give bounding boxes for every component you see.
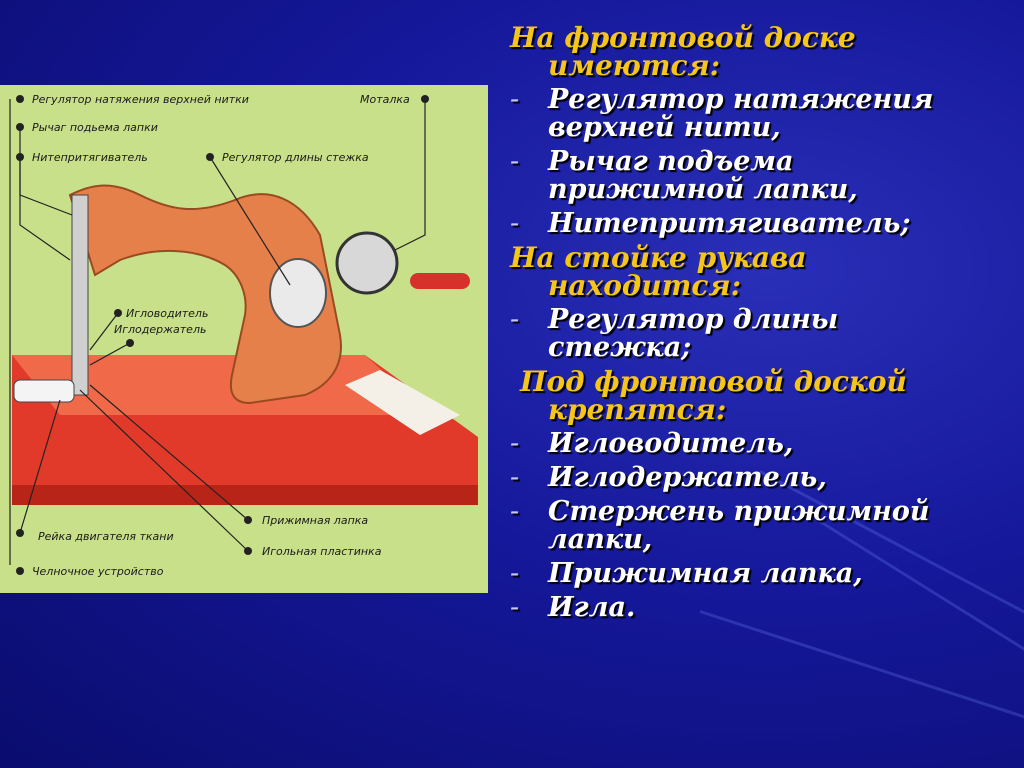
- section-heading-under-front-board: Под фронтовой доской крепятся:: [520, 365, 907, 426]
- list-item: - Иглодержатель,: [510, 462, 827, 493]
- callout-foot-lift-lever: Рычаг подьема лапки: [32, 121, 158, 134]
- callout-presser-foot: Прижимная лапка: [262, 514, 368, 527]
- hand-crank-handle: [410, 273, 470, 289]
- list-item: - Стержень прижимной лапки,: [510, 496, 930, 555]
- list-item: - Прижимная лапка,: [510, 558, 863, 589]
- list-item: - Нитепритягиватель;: [510, 208, 911, 239]
- callout-needle-bar: Игловодитель: [126, 307, 208, 320]
- shuttle-device: [13, 379, 75, 403]
- list-item: - Регулятор натяжения верхней нити,: [510, 84, 934, 143]
- handwheel: [335, 231, 399, 295]
- callout-bobbin-winder: Моталка: [360, 93, 410, 106]
- callout-take-up-lever: Нитепритягиватель: [32, 151, 148, 164]
- callout-feed-dog: Рейка двигателя ткани: [38, 530, 174, 543]
- machine-arm: [68, 184, 342, 405]
- list-item: - Регулятор длины стежка;: [510, 304, 839, 363]
- diagram-svg: Регулятор натяжения верхней нитки Рычаг …: [0, 85, 488, 593]
- callout-stitch-length: Регулятор длины стежка: [222, 151, 369, 164]
- section-heading-front-board: На фронтовой доске имеются:: [510, 21, 856, 82]
- section-heading-sleeve-stand: На стойке рукава находится:: [510, 241, 807, 302]
- list-item: - Игловодитель,: [510, 428, 794, 459]
- parts-text-panel: На фронтовой доске имеются: - Регулятор …: [510, 24, 1010, 628]
- list-item: - Рычаг подъема прижимной лапки,: [510, 146, 858, 205]
- machine-base-edge: [12, 485, 478, 505]
- needle-bar: [71, 194, 89, 396]
- stitch-length-regulator: [269, 258, 327, 328]
- callout-needle-holder: Иглодержатель: [114, 323, 206, 336]
- callout-needle-plate: Игольная пластинка: [262, 545, 382, 558]
- callout-shuttle: Челночное устройство: [32, 565, 164, 578]
- needle-plate-cover: [345, 370, 460, 435]
- callout-upper-thread-tension: Регулятор натяжения верхней нитки: [32, 93, 249, 106]
- sewing-machine-diagram: Регулятор натяжения верхней нитки Рычаг …: [0, 85, 488, 593]
- list-item: - Игла.: [510, 592, 636, 623]
